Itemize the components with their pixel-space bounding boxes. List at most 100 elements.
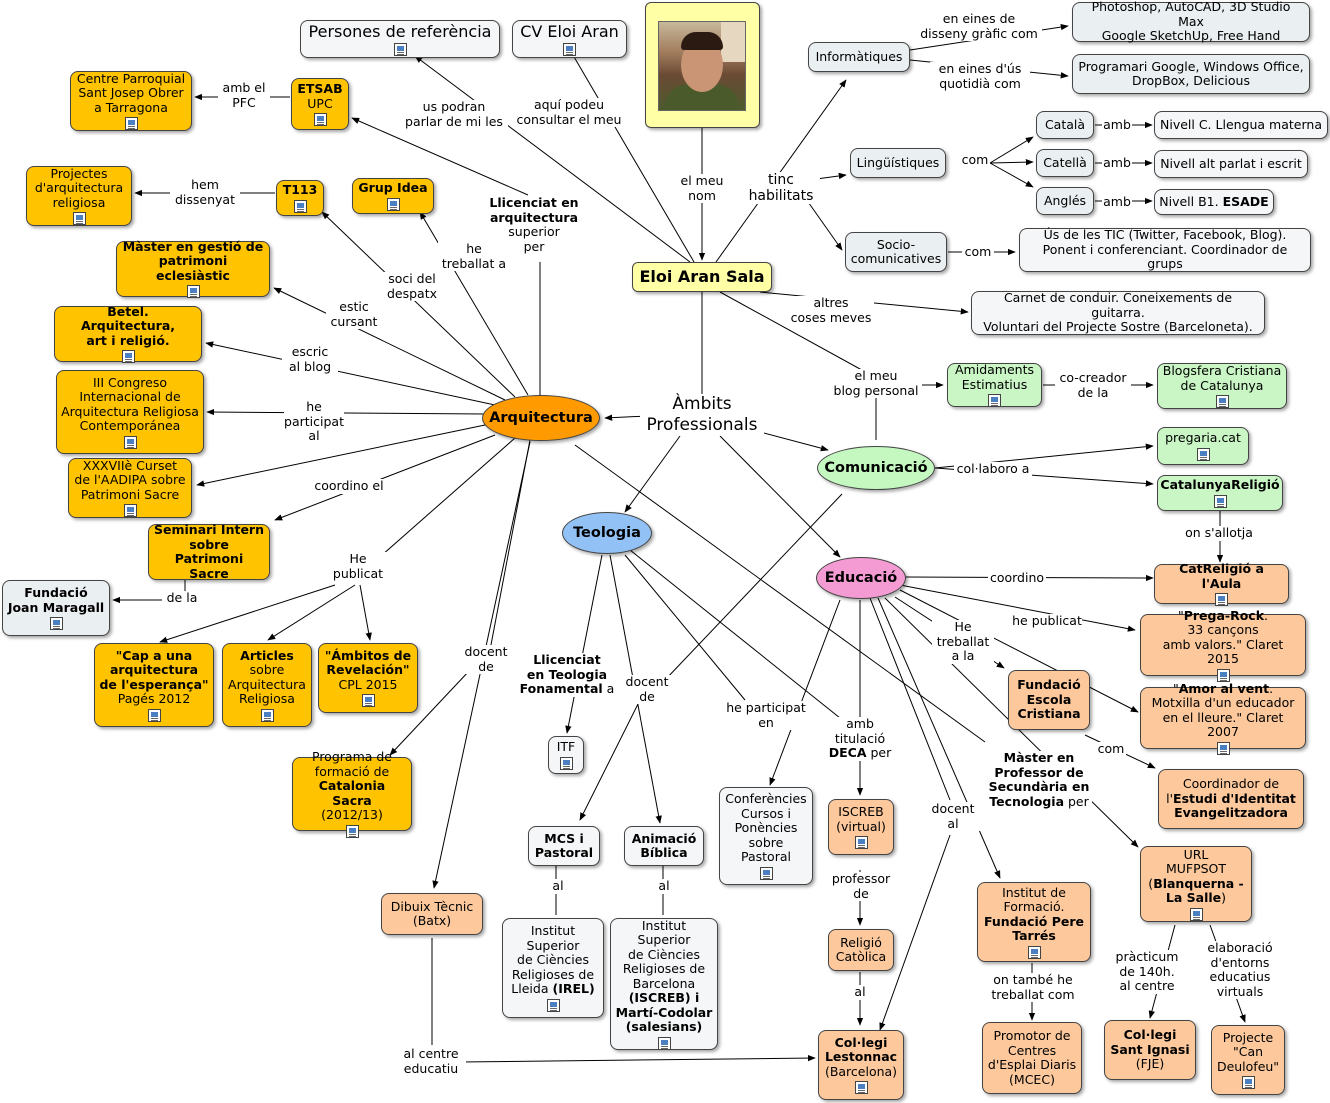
node-lestonnac[interactable]: Col·legi Lestonnac(Barcelona) — [818, 1030, 904, 1100]
profile-photo — [645, 2, 760, 128]
document-icon[interactable] — [72, 212, 86, 226]
node-catalunyareligio[interactable]: CatalunyaReligió — [1157, 475, 1283, 511]
node-pere-tarres[interactable]: Institut de Formació.Fundació Pere Tarré… — [977, 882, 1091, 962]
node-ambitos[interactable]: "Ámbitos de Revelación"CPL 2015 — [318, 643, 418, 713]
document-icon[interactable] — [546, 998, 560, 1012]
node-congreso[interactable]: III Congreso Internacional de Arquitectu… — [56, 370, 204, 454]
document-icon[interactable] — [1241, 1076, 1255, 1090]
document-icon[interactable] — [657, 1036, 671, 1050]
node-educacio[interactable]: Educació — [816, 557, 906, 599]
document-icon[interactable] — [345, 824, 359, 838]
document-icon[interactable] — [124, 117, 138, 131]
link-docent-de-teo: docent de — [622, 674, 672, 704]
document-icon[interactable] — [1213, 494, 1227, 508]
link-docent-de-arq: docent de — [460, 644, 512, 674]
document-icon[interactable] — [121, 350, 135, 364]
catsacra-years: (2012/13) — [321, 807, 383, 823]
node-nivell-alt[interactable]: Nivell alt parlat i escrit — [1154, 150, 1308, 178]
node-coordinador-estudi[interactable]: Coordinador de l'Estudi d'Identitat Evan… — [1158, 769, 1304, 829]
document-icon[interactable] — [186, 285, 200, 299]
document-icon[interactable] — [1189, 907, 1203, 921]
document-icon[interactable] — [49, 617, 63, 630]
node-angles[interactable]: Anglés — [1036, 187, 1094, 215]
node-can-deulofeu[interactable]: Projecte "Can Deulofeu" — [1211, 1025, 1285, 1095]
node-dibuix-tecnic[interactable]: Dibuix Tècnic (Batx) — [381, 893, 483, 935]
document-icon[interactable] — [1216, 668, 1230, 682]
amidaments-label: Amidaments Estimatius — [955, 362, 1034, 392]
node-altres[interactable]: Carnet de conduir. Coneixements de guita… — [971, 291, 1265, 335]
node-persones-referencia[interactable]: Persones de referència — [300, 20, 500, 58]
node-projectes[interactable]: Projectes d'arquitectura religiosa — [26, 166, 132, 226]
node-fundacio-escola-cristiana[interactable]: Fundació Escola Cristiana — [1008, 670, 1090, 730]
document-icon[interactable] — [854, 1081, 868, 1095]
document-icon[interactable] — [393, 42, 407, 56]
document-icon[interactable] — [559, 756, 573, 770]
node-master-gestio[interactable]: Màster en gestió de patrimoni eclesiàsti… — [116, 239, 270, 299]
node-catella[interactable]: Catellà — [1036, 149, 1094, 177]
node-maragall[interactable]: Fundació Joan Maragall — [2, 580, 110, 636]
node-pregaria[interactable]: pregaria.cat — [1157, 427, 1249, 465]
link-escric-al-blog: escric al blog — [282, 344, 338, 374]
node-sociocomunicatives[interactable]: Socio- comunicatives — [845, 232, 947, 272]
node-nivell-b1[interactable]: Nivell B1. ESADE — [1154, 189, 1274, 215]
document-icon[interactable] — [1027, 945, 1041, 959]
node-conferencies[interactable]: Conferències Cursos i Ponències sobre Pa… — [719, 787, 813, 885]
node-curset[interactable]: XXXVIIè Curset de l'AADIPA sobre Patrimo… — [68, 458, 192, 518]
node-mcs-pastoral[interactable]: MCS i Pastoral — [528, 826, 600, 866]
node-nivell-c[interactable]: Nivell C. Llengua materna — [1154, 111, 1328, 139]
node-tic[interactable]: Ús de les TIC (Twitter, Facebook, Blog).… — [1019, 228, 1311, 272]
node-linguistiques[interactable]: Lingüístiques — [850, 148, 946, 178]
central-node-name[interactable]: Eloi Aran Sala — [632, 262, 772, 292]
node-promotor[interactable]: Promotor de Centres d'Esplai Diaris (MCE… — [982, 1022, 1082, 1094]
node-sant-ignasi[interactable]: Col·legi Sant Ignasi(FJE) — [1104, 1020, 1196, 1080]
document-icon[interactable] — [1196, 447, 1210, 461]
t113-label: T113 — [282, 182, 318, 198]
node-seminari[interactable]: Seminari Intern sobre Patrimoni Sacre — [148, 522, 270, 580]
node-iscreb[interactable]: Institut Superior de Ciències Religioses… — [610, 918, 718, 1050]
node-itf[interactable]: ITF — [548, 736, 584, 774]
node-animacio-biblica[interactable]: Animació Bíblica — [624, 826, 704, 866]
node-esperanca[interactable]: "Cap a una arquitectura de l'esperança"P… — [94, 643, 214, 727]
document-icon[interactable] — [1215, 395, 1229, 408]
node-iscreb-virtual[interactable]: ISCREB (virtual) — [828, 799, 894, 855]
document-icon[interactable] — [123, 435, 137, 449]
node-betel[interactable]: Betel. Arquitectura, art i religió. — [54, 304, 202, 364]
node-blogsfera[interactable]: Blogsfera Cristiana de Catalunya — [1157, 363, 1287, 409]
node-cv[interactable]: CV Eloi Aran — [512, 20, 627, 58]
document-icon[interactable] — [147, 708, 161, 722]
node-religio-catolica[interactable]: Religió Catòlica — [828, 929, 894, 971]
document-icon[interactable] — [759, 866, 773, 880]
document-icon[interactable] — [854, 836, 868, 849]
document-icon[interactable] — [563, 42, 576, 56]
document-icon[interactable] — [988, 394, 1001, 407]
node-catreligio[interactable]: CatReligió a l'Aula — [1154, 561, 1289, 606]
document-icon[interactable] — [313, 113, 327, 126]
document-icon[interactable] — [123, 504, 137, 518]
node-informatiques[interactable]: Informàtiques — [808, 42, 910, 72]
node-teologia[interactable]: Teologia — [562, 512, 652, 554]
document-icon[interactable] — [1215, 593, 1228, 606]
node-t113[interactable]: T113 — [276, 180, 324, 216]
document-icon[interactable] — [386, 197, 400, 211]
document-icon[interactable] — [1216, 741, 1230, 755]
link-master-professor: Màster en Professor de Secundària en Tec… — [986, 750, 1092, 809]
document-icon[interactable] — [361, 694, 375, 708]
node-amor-al-vent[interactable]: "Amor al vent.Motxilla d'un educador en … — [1140, 681, 1306, 755]
node-url-mufpsot[interactable]: URL MUFPSOT (Blanquerna - La Salle) — [1140, 846, 1252, 922]
link-coordino: coordino — [988, 570, 1046, 586]
node-catala[interactable]: Català — [1036, 111, 1094, 139]
node-prega-rock[interactable]: "Prega-Rock.33 cançons amb valors." Clar… — [1140, 608, 1306, 682]
node-parroquial[interactable]: Centre Parroquial Sant Josep Obrer a Tar… — [70, 71, 192, 131]
node-grup-idea[interactable]: Grup Idea — [352, 178, 434, 214]
node-arquitectura[interactable]: Arquitectura — [482, 395, 600, 441]
node-eines-disseny[interactable]: Photoshop, AutoCAD, 3D Studio Max Google… — [1072, 0, 1310, 43]
document-icon[interactable] — [293, 199, 307, 213]
node-irel[interactable]: Institut Superior de Ciències Religioses… — [502, 918, 604, 1018]
node-amidaments[interactable]: Amidaments Estimatius — [947, 362, 1042, 407]
node-eines-quotidia[interactable]: Programari Google, Windows Office, DropB… — [1072, 54, 1310, 94]
document-icon[interactable] — [260, 708, 274, 722]
node-comunicacio[interactable]: Comunicació — [817, 446, 935, 490]
